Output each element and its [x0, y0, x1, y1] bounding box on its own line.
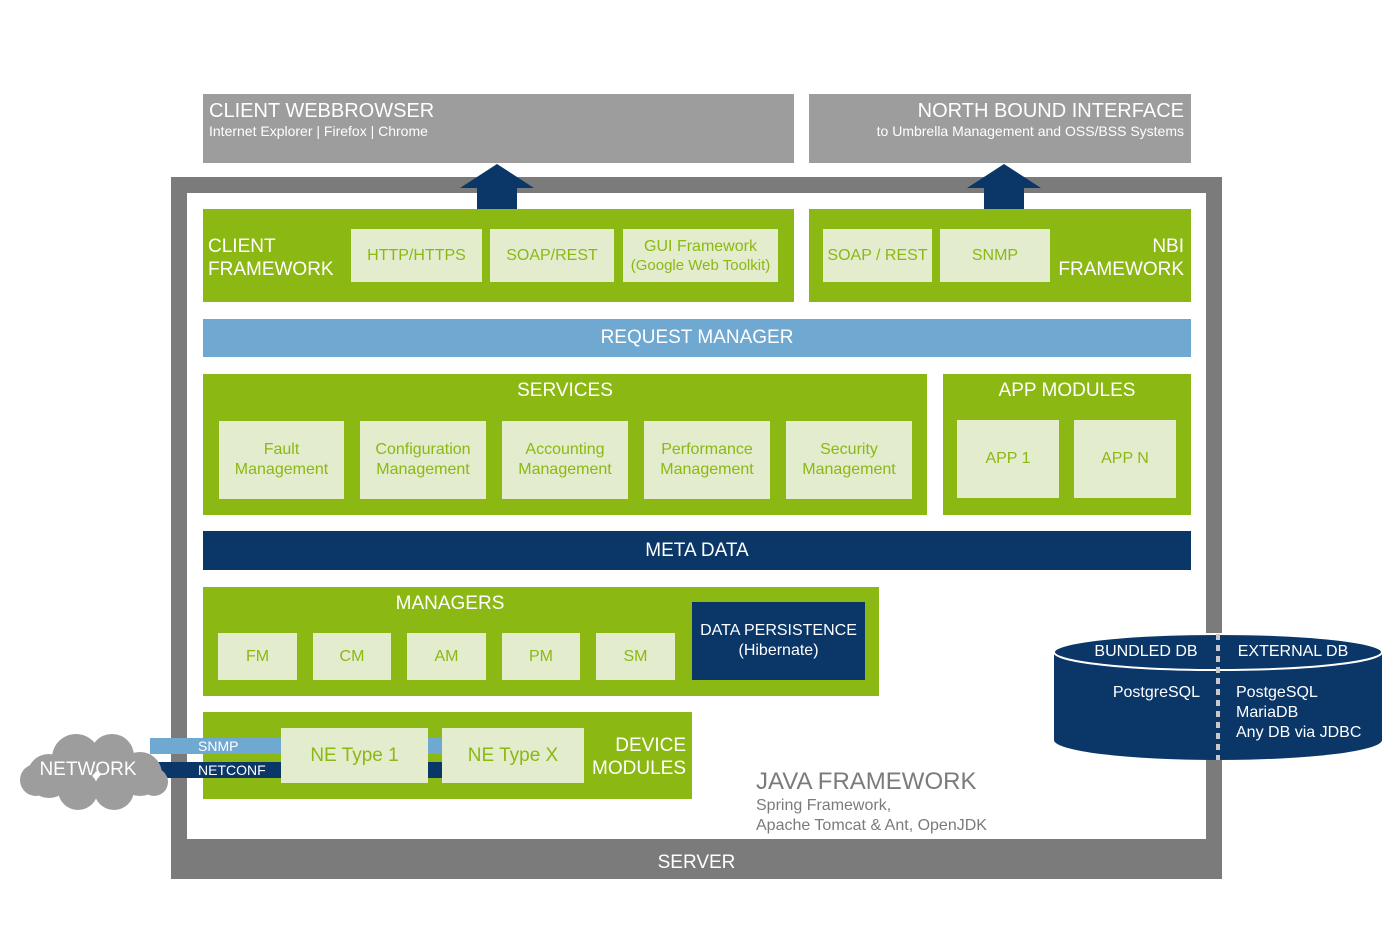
request-manager-bar: REQUEST MANAGER [203, 319, 1191, 357]
netconf-label: NETCONF [198, 762, 266, 778]
services-title: SERVICES [517, 380, 613, 401]
pm-box: PM [502, 633, 580, 680]
fault-management-box: Fault Management [219, 421, 344, 499]
external-db-title: EXTERNAL DB [1237, 643, 1349, 660]
device-modules-label: DEVICE MODULES [590, 734, 686, 780]
accounting-management-line2: Management [518, 461, 612, 478]
fm-box: FM [218, 633, 297, 680]
app-modules-panel: APP MODULES APP 1 APP N [943, 374, 1191, 515]
fault-management-line1: Fault [263, 441, 300, 458]
http-https-box: HTTP/HTTPS [351, 229, 482, 282]
client-webbrowser-box: CLIENT WEBBROWSER Internet Explorer | Fi… [203, 94, 794, 163]
client-framework-label-line2: FRAMEWORK [208, 259, 334, 280]
java-framework-line2: Apache Tomcat & Ant, OpenJDK [756, 817, 987, 834]
sm-box: SM [596, 633, 675, 680]
up-arrow-icon [967, 164, 1041, 210]
services-panel: SERVICES Fault Management Configuration … [203, 374, 927, 515]
external-db-item: Any DB via JDBC [1236, 724, 1362, 741]
north-bound-interface-box: NORTH BOUND INTERFACE to Umbrella Manage… [809, 94, 1191, 163]
security-management-box: Security Management [786, 421, 912, 499]
gui-framework-line2: (Google Web Toolkit) [630, 256, 771, 274]
network-label: NETWORK [39, 759, 137, 780]
database-cylinder-icon [1053, 633, 1383, 760]
nbi-top-subtitle: to Umbrella Management and OSS/BSS Syste… [876, 123, 1184, 139]
performance-management-box: Performance Management [644, 421, 770, 499]
java-framework: JAVA FRAMEWORK Spring Framework, Apache … [756, 768, 987, 836]
configuration-management-line2: Management [376, 461, 470, 478]
gui-framework-line1: GUI Framework [644, 237, 757, 255]
external-db-item: PostgeSQL [1236, 684, 1318, 701]
managers-panel: MANAGERS FM CM AM PM SM DATA PERSISTENCE… [203, 587, 879, 696]
am-box: AM [407, 633, 486, 680]
bundled-db-item: PostgreSQL [1112, 684, 1200, 701]
data-persistence-line1: DATA PERSISTENCE [700, 622, 857, 639]
external-db-list: PostgeSQL MariaDB Any DB via JDBC [1236, 683, 1361, 743]
managers-title: MANAGERS [395, 593, 505, 614]
nbi-top-title: NORTH BOUND INTERFACE [917, 100, 1184, 122]
configuration-management-box: Configuration Management [360, 421, 486, 499]
performance-management-line1: Performance [661, 441, 753, 458]
nbi-framework-label-line1: NBI [1152, 236, 1184, 257]
external-db-item: MariaDB [1236, 704, 1299, 721]
configuration-management-line1: Configuration [375, 441, 471, 458]
java-framework-title: JAVA FRAMEWORK [756, 768, 977, 795]
java-framework-line1: Spring Framework, [756, 797, 892, 814]
accounting-management-line1: Accounting [525, 441, 605, 458]
server-label: SERVER [657, 851, 736, 873]
nbi-framework: SOAP / REST SNMP NBI FRAMEWORK [809, 209, 1191, 302]
nbi-snmp-box: SNMP [940, 229, 1050, 282]
app-1-box: APP 1 [957, 420, 1059, 498]
gui-framework-box: GUI Framework (Google Web Toolkit) [623, 229, 778, 282]
client-webbrowser-title: CLIENT WEBBROWSER [209, 100, 435, 122]
client-framework-label-line1: CLIENT [208, 236, 276, 257]
snmp-label: SNMP [198, 738, 239, 754]
network-cloud-icon [20, 734, 168, 810]
ne-type-1-box: NE Type 1 [281, 728, 428, 783]
device-modules-label-line2: MODULES [592, 758, 686, 779]
meta-data-bar: META DATA [203, 531, 1191, 570]
security-management-line2: Management [802, 461, 896, 478]
nbi-soap-rest-box: SOAP / REST [823, 229, 932, 282]
data-persistence-box: DATA PERSISTENCE (Hibernate) [692, 602, 865, 680]
client-webbrowser-subtitle: Internet Explorer | Firefox | Chrome [209, 123, 428, 139]
cm-box: CM [313, 633, 391, 680]
ne-type-x-box: NE Type X [442, 728, 584, 783]
fault-management-line2: Management [234, 461, 329, 478]
client-framework-label: CLIENT FRAMEWORK [208, 235, 334, 281]
nbi-framework-label: NBI FRAMEWORK [1058, 235, 1184, 281]
app-n-box: APP N [1074, 420, 1176, 498]
soap-rest-box: SOAP/REST [490, 229, 614, 282]
nbi-framework-label-line2: FRAMEWORK [1058, 259, 1184, 280]
accounting-management-box: Accounting Management [502, 421, 628, 499]
security-management-line1: Security [820, 441, 878, 458]
data-persistence-line2: (Hibernate) [738, 642, 819, 659]
device-modules-label-line1: DEVICE [615, 735, 686, 756]
client-framework: CLIENT FRAMEWORK HTTP/HTTPS SOAP/REST GU… [203, 209, 794, 302]
app-modules-title: APP MODULES [998, 380, 1136, 401]
bundled-db-title: BUNDLED DB [1094, 643, 1198, 660]
performance-management-line2: Management [660, 461, 754, 478]
up-arrow-icon [460, 164, 534, 210]
